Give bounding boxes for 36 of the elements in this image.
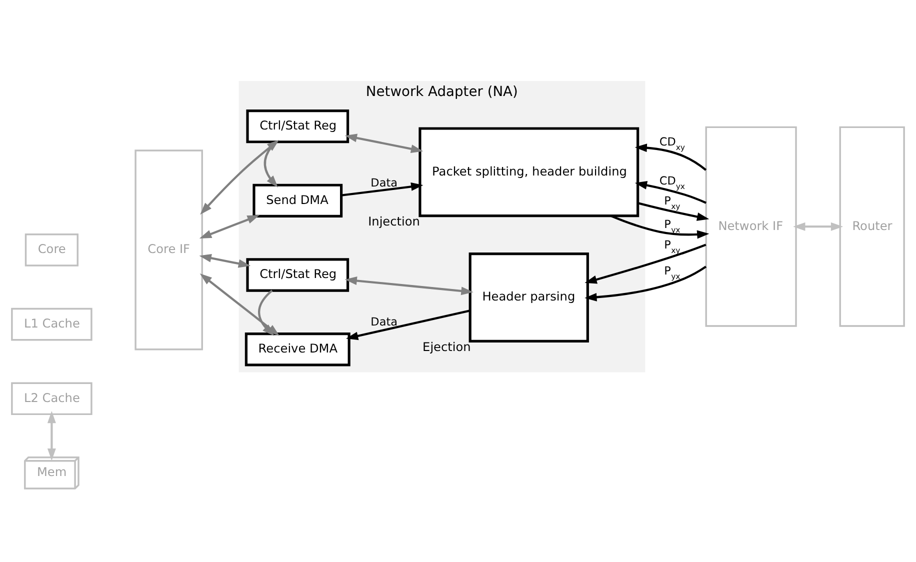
arrow [344,133,424,152]
arrow [47,410,56,460]
arrow [584,265,707,301]
arrow [199,253,251,268]
node-box: L1 Cache [11,307,92,340]
edge-label: CD$_{yx}$ [659,174,686,191]
node-box: Send DMA [252,183,343,218]
node-box: Header parsing [468,252,589,342]
arrow [610,214,710,238]
arrow [199,214,260,238]
node-box: L2 Cache [11,382,92,415]
arrow [584,243,706,284]
edge-label: P$_{yx}$ [664,264,680,280]
edge-label: CD$_{xy}$ [659,135,686,152]
node-box: Packet splitting, header building [418,126,640,217]
arrow [638,202,710,220]
edge-label: Data [370,315,398,328]
node-box: Core IF [134,149,203,350]
arrow [200,139,280,214]
arrow [793,222,844,230]
arrow [634,180,706,204]
edge-label: P$_{xy}$ [664,194,680,210]
node-box: Router [839,126,905,326]
edge-label: Data [370,176,398,189]
node-box: Network IF [705,126,797,326]
node-label: Ejection [422,339,471,354]
arrow [344,276,474,295]
node-box: Ctrl/Stat Reg [246,258,350,292]
edge-label: P$_{xy}$ [664,238,680,255]
node-box: Receive DMA [244,332,350,366]
node-box: Core [24,233,78,266]
node-label: Injection [368,214,420,228]
node-box: Ctrl/Stat Reg [246,108,350,143]
arrow [346,309,470,340]
arrow [341,182,424,196]
arrow [634,143,707,170]
